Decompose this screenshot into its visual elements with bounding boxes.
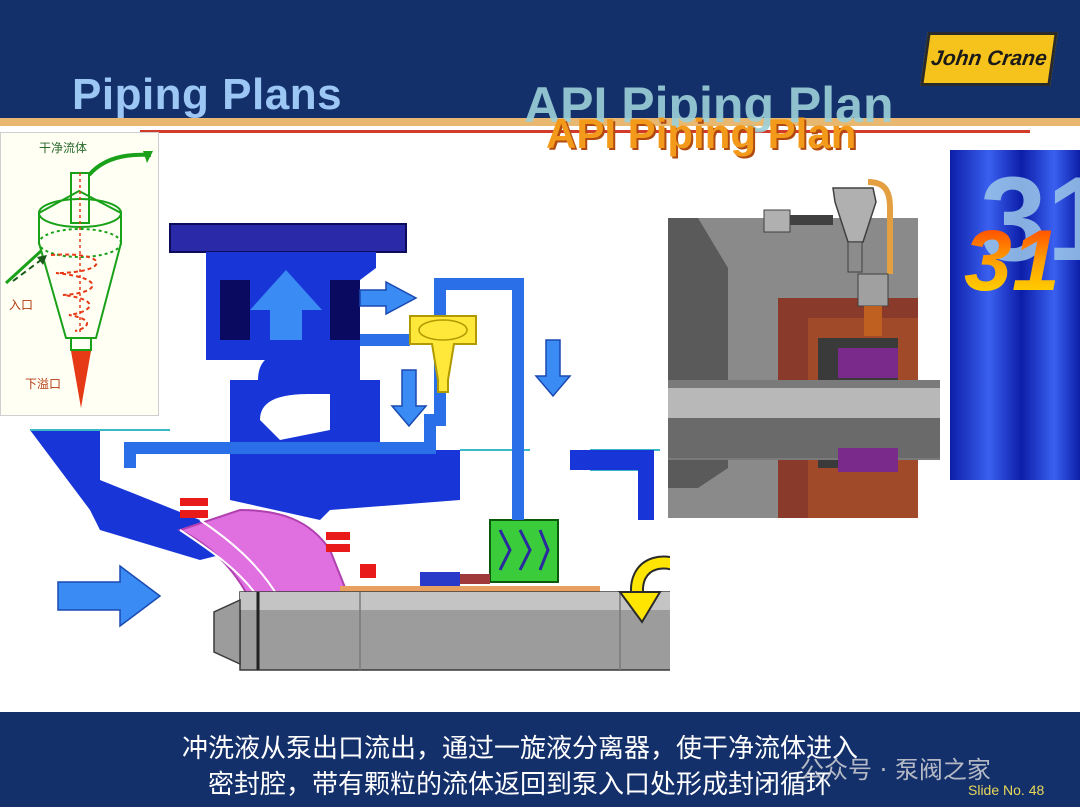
caption-bar: 冲洗液从泵出口流出，通过一旋液分离器，使干净流体进入 密封腔，带有颗粒的流体返回… [0,712,1080,807]
cyclone-separator-drawing [4,151,153,408]
inlet-label: 入口 [9,298,34,312]
underflow-outlet-label: 下溢口 [25,377,62,391]
mechanical-seal [420,572,460,586]
caption-line-2: 密封腔，带有颗粒的流体返回到泵入口处形成封闭循环 [207,770,832,800]
logo-text: John Crane [929,47,1049,70]
rotation-arrow [631,557,670,601]
john-crane-logo: John Crane [920,32,1058,86]
caption-line-1: 冲洗液从泵出口流出，通过一旋液分离器，使干净流体进入 [181,734,858,764]
clean-fluid-label: 干净流体 [39,141,88,155]
pump-schematic [30,223,670,671]
plan-number-back: 31 [980,152,1080,286]
plan-number: 31 [964,213,1060,309]
return-pipe [124,332,446,468]
plan-title: API Piping Plan [546,110,857,157]
discharge-flow-arrow [250,270,322,340]
header-bar [0,0,1080,120]
cyclone-separator-inset: 干净流体 入口 下溢口 [0,132,159,416]
seal-cutaway-illustration [668,179,940,518]
seal-flush-pipe [434,278,524,520]
plan-title-shadow: API Piping Plan [524,77,894,133]
plan-number-panel: 31 31 [950,150,1080,480]
plan-number-graphic: 31 31 [950,150,1080,480]
suction-flow-arrow [57,564,162,628]
slide-number: Slide No. 48 [968,782,1045,798]
header-stripe [0,118,1080,126]
watermark-text: 公众号 · 泵阀之家 [800,756,991,784]
discharge-flange [169,223,407,253]
divider-rule [140,130,1030,133]
page-title: Piping Plans [72,70,343,119]
